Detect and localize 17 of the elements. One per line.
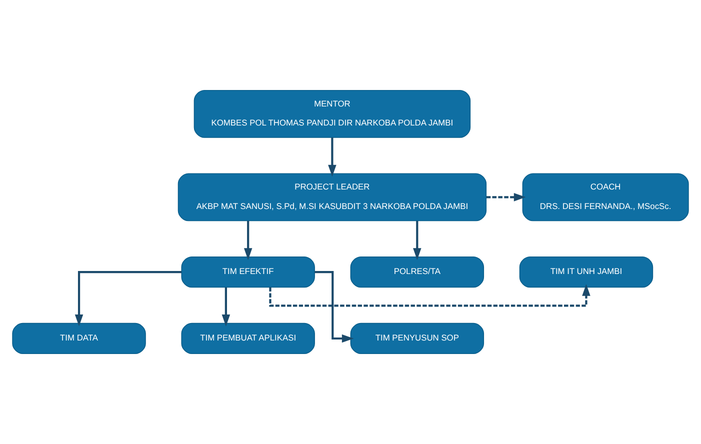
arrow — [328, 138, 336, 177]
node-box: MENTOR KOMBES POL THOMAS PANDJI DIR NARKOBA POLDA JAMBI — [194, 90, 471, 138]
arrow — [222, 287, 230, 326]
arrow — [413, 220, 422, 260]
node-box: TIM PEMBUAT APLIKASI — [181, 322, 315, 354]
node-box: POLRES/TA — [350, 256, 484, 288]
arrow — [244, 220, 252, 260]
node-box: COACH DRS. DESI FERNANDA., MSocSc. — [522, 173, 689, 222]
arrow — [314, 271, 354, 343]
arrow — [269, 284, 590, 307]
node-box: TIM DATA — [12, 322, 146, 354]
node-box: TIM IT UNH JAMBI — [519, 256, 654, 288]
node-box: PROJECT LEADER AKBP MAT SANUSI, S.Pd, M.SI KASUBDIT 3 NARKOBA POLDA JAMBI — [178, 173, 487, 222]
arrow — [74, 271, 182, 326]
node-box: TIM PENYUSUN SOP — [350, 322, 484, 354]
arrow — [486, 193, 526, 202]
node-box: TIM EFEKTIF — [181, 256, 315, 288]
